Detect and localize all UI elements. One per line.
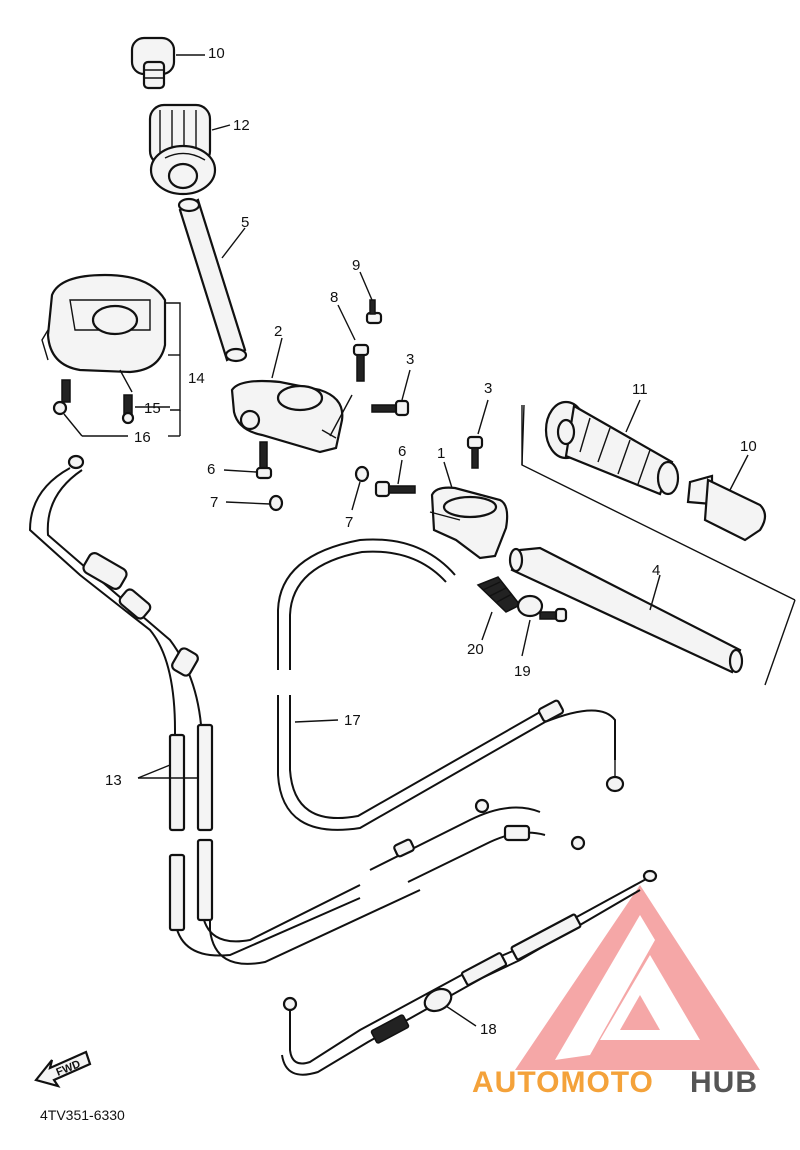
left-grip bbox=[544, 400, 680, 496]
forward-direction-arrow: FWD bbox=[34, 1050, 92, 1088]
handlebar-switch-housing bbox=[41, 273, 167, 374]
callout-3-right: 3 bbox=[484, 380, 492, 397]
callout-13: 13 bbox=[105, 772, 122, 789]
screw-3-right bbox=[466, 435, 484, 469]
screw-6-left bbox=[255, 441, 273, 480]
clutch-cable bbox=[277, 538, 625, 831]
callout-12: 12 bbox=[233, 117, 250, 134]
callout-11: 11 bbox=[632, 381, 648, 398]
callout-4: 4 bbox=[652, 562, 660, 579]
choke-cable bbox=[281, 869, 658, 1076]
logo-text-hub: HUB bbox=[690, 1066, 758, 1099]
callout-7-left: 7 bbox=[210, 494, 218, 511]
callout-8: 8 bbox=[330, 289, 338, 306]
handlebar-left bbox=[508, 546, 744, 674]
cable-adjuster bbox=[476, 576, 522, 613]
callout-18: 18 bbox=[480, 1021, 497, 1038]
fwd-label: FWD bbox=[55, 1058, 83, 1079]
bar-end-weight-right bbox=[686, 474, 767, 542]
watermark-logo-text: AUTOMOTO HUB bbox=[472, 1066, 758, 1099]
cable-bracket-19 bbox=[516, 594, 568, 623]
left-switch-holder bbox=[429, 486, 509, 560]
throttle-cables bbox=[28, 454, 586, 965]
throttle-grip bbox=[148, 103, 217, 196]
screw-8 bbox=[352, 343, 370, 382]
callout-7-right: 7 bbox=[345, 514, 353, 531]
callout-17: 17 bbox=[344, 712, 361, 729]
callout-19: 19 bbox=[514, 663, 531, 680]
washer-7-left bbox=[268, 494, 284, 512]
watermark-triangle-logo bbox=[515, 885, 760, 1070]
screw-6-right bbox=[374, 480, 416, 498]
callout-14: 14 bbox=[188, 370, 205, 387]
diagram-reference-code: 4TV351-6330 bbox=[40, 1107, 125, 1123]
callout-10-top: 10 bbox=[208, 45, 225, 62]
callout-15: 15 bbox=[144, 400, 161, 417]
screw-15 bbox=[121, 394, 135, 425]
callout-20: 20 bbox=[467, 641, 484, 658]
callout-16: 16 bbox=[134, 429, 151, 446]
throttle-housing bbox=[230, 379, 344, 454]
callout-9: 9 bbox=[352, 257, 360, 274]
callout-3-left: 3 bbox=[406, 351, 414, 368]
callout-6-left: 6 bbox=[207, 461, 215, 478]
throttle-tube bbox=[177, 197, 248, 363]
callout-6-right: 6 bbox=[398, 443, 406, 460]
screw-9 bbox=[365, 299, 383, 325]
screw-3-left bbox=[371, 399, 410, 417]
washer-7-right bbox=[354, 465, 370, 483]
bar-end-weight-top bbox=[130, 36, 176, 90]
screw-16 bbox=[52, 379, 71, 416]
callout-10-right: 10 bbox=[740, 438, 757, 455]
callout-2: 2 bbox=[274, 323, 282, 340]
callout-1: 1 bbox=[437, 445, 445, 462]
callout-5: 5 bbox=[241, 214, 249, 231]
logo-text-automoto: AUTOMOTO bbox=[472, 1066, 654, 1099]
